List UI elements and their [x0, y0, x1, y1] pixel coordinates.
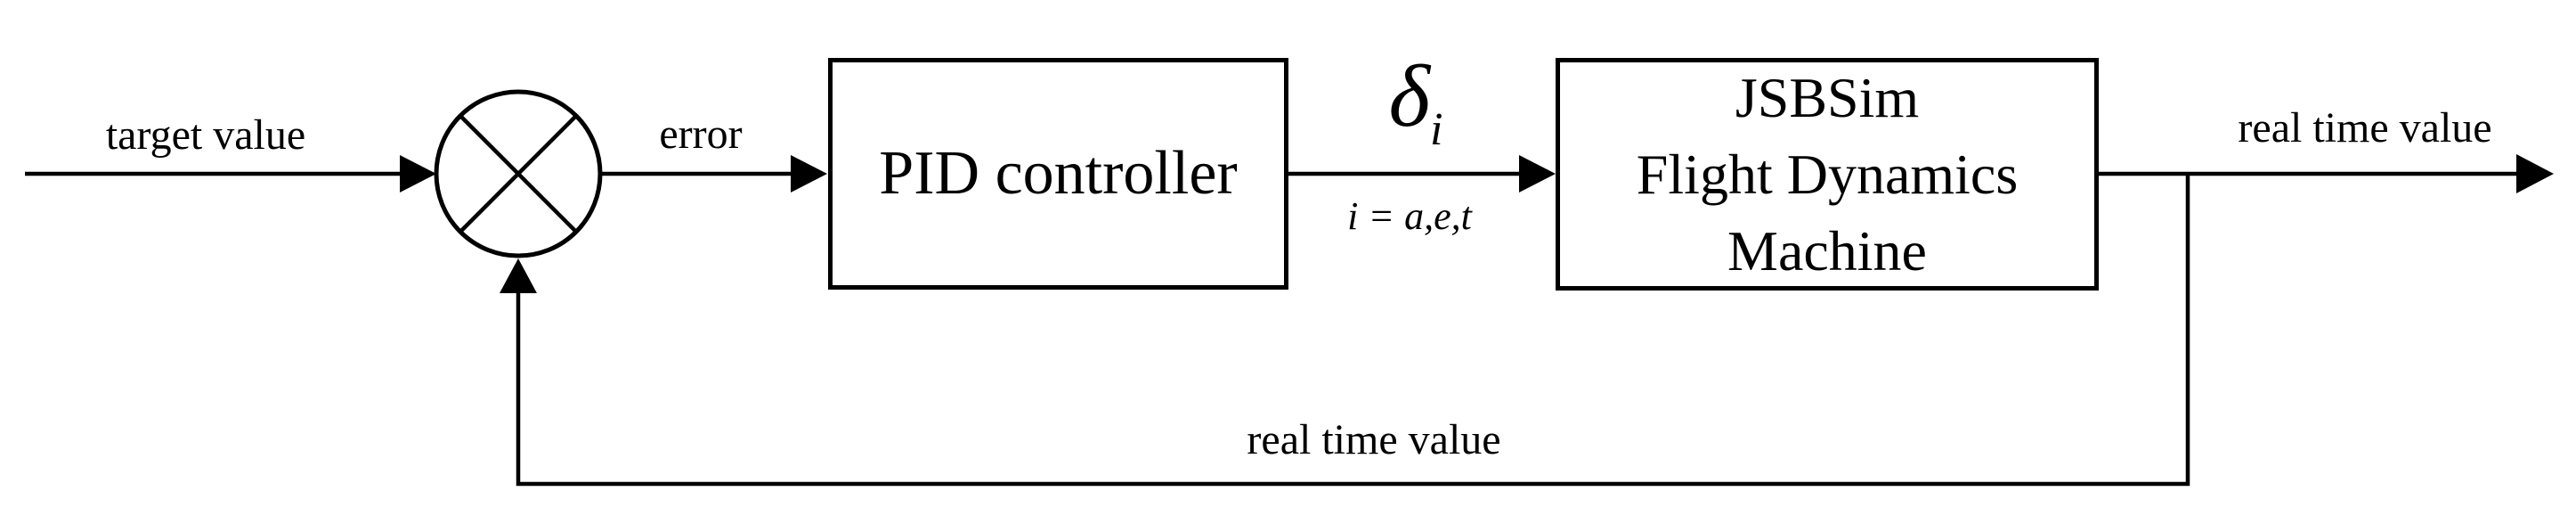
flight-dynamics-label-line1: JSBSim	[1735, 65, 1920, 129]
real-time-value-output-label: real time value	[2238, 104, 2492, 151]
flight-dynamics-block: JSBSim Flight Dynamics Machine	[1556, 58, 2099, 291]
summing-junction-cross-icon	[459, 114, 578, 233]
target-value-label: target value	[105, 111, 306, 159]
error-arrowhead-icon	[791, 155, 827, 192]
feedback-arrowhead-icon	[500, 258, 537, 293]
delta-signal-label: δ i	[1388, 46, 1443, 153]
real-time-value-feedback-label: real time value	[1247, 416, 1501, 463]
delta-symbol: δ	[1388, 46, 1431, 145]
output-arrowhead-icon	[2516, 154, 2554, 193]
input-arrowhead-icon	[400, 155, 436, 192]
flight-dynamics-label-line3: Machine	[1727, 218, 1927, 282]
pid-controller-block: PID controller	[828, 58, 1288, 290]
delta-subscript: i	[1430, 104, 1443, 155]
feedback-path-line	[516, 174, 2190, 487]
delta-arrowhead-icon	[1519, 155, 1556, 192]
error-label: error	[659, 111, 743, 158]
pid-controller-label: PID controller	[879, 139, 1238, 208]
flight-dynamics-label-line2: Flight Dynamics	[1636, 142, 2019, 206]
delta-indices-label: i = a,e,t	[1347, 194, 1472, 238]
